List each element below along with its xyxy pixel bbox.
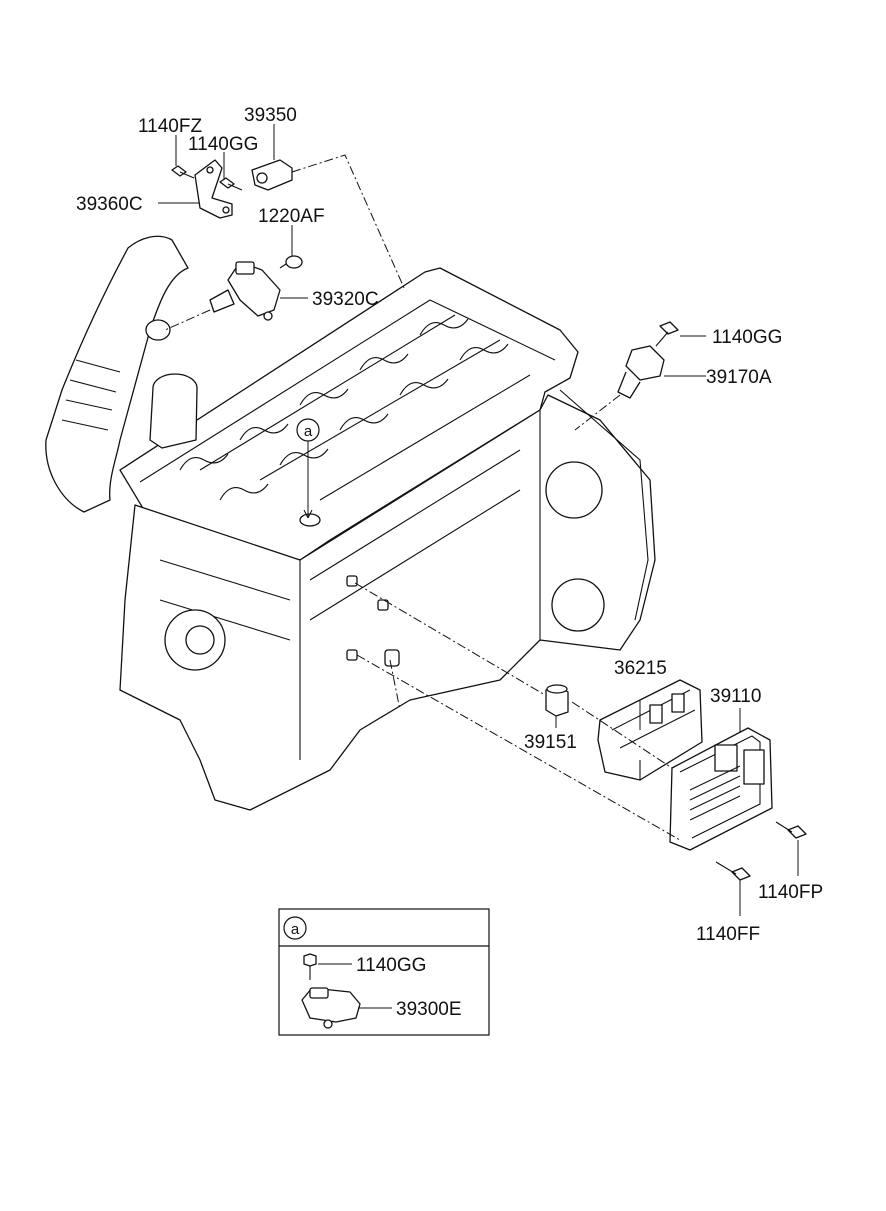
label-39151: 39151 <box>524 732 577 753</box>
label-39320C: 39320C <box>312 289 379 310</box>
part-39110-ecu <box>669 727 773 851</box>
label-1140GG-inset: 1140GG <box>356 955 426 976</box>
bolt-1140FF-icon <box>715 861 751 881</box>
bolt-1140GG-right-icon <box>655 321 679 347</box>
assembly-lines <box>164 154 681 841</box>
label-1140GG-right: 1140GG <box>712 327 782 348</box>
part-39151-spacer <box>545 684 569 717</box>
engine-block <box>45 235 656 811</box>
bolt-1220AF-icon <box>279 255 303 269</box>
part-39170A-sensor <box>617 345 665 399</box>
leader-lines <box>158 124 799 916</box>
callout-a-label: a <box>304 423 313 440</box>
label-39350: 39350 <box>244 105 297 126</box>
inset-box-a: a 1140GG 39300E <box>278 908 490 1036</box>
label-1220AF: 1220AF <box>258 206 325 227</box>
bolt-1140GG-inset-icon <box>303 953 317 980</box>
label-1140FF: 1140FF <box>696 924 760 945</box>
part-39300E-sensor <box>301 987 361 1029</box>
part-39320C-sensor <box>209 261 281 321</box>
label-1140GG-top: 1140GG <box>188 134 258 155</box>
label-39170A: 39170A <box>706 367 772 388</box>
label-39110: 39110 <box>710 686 761 707</box>
label-1140FZ: 1140FZ <box>138 116 202 137</box>
part-39360C-bracket <box>194 159 233 219</box>
bolt-1140FZ-icon <box>171 165 195 179</box>
label-1140FP: 1140FP <box>758 882 823 903</box>
callout-a-marker: a <box>296 418 320 442</box>
label-39360C: 39360C <box>76 194 143 215</box>
part-labels: 1140FZ 1140GG 39350 39360C 1220AF 39320C… <box>76 105 823 945</box>
label-39300E: 39300E <box>396 999 462 1020</box>
inset-a-label: a <box>291 921 300 938</box>
bolt-1140GG-top-icon <box>219 177 243 191</box>
bolt-1140FP-icon <box>775 821 807 839</box>
label-36215: 36215 <box>614 658 667 679</box>
part-39350-sensor <box>251 159 293 191</box>
